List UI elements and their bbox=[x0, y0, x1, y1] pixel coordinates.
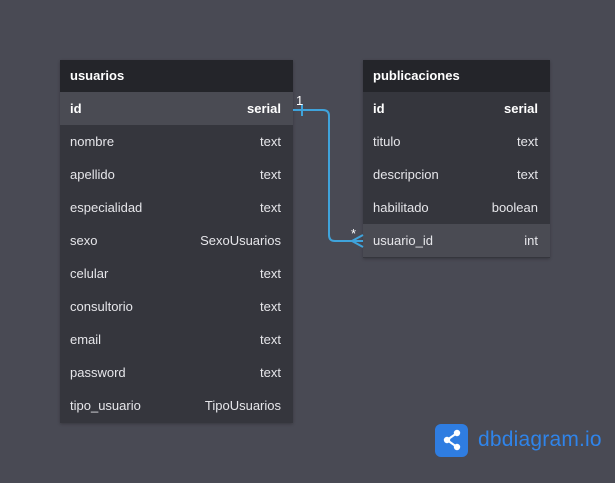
field-name: celular bbox=[70, 266, 109, 281]
field-name: id bbox=[373, 101, 385, 116]
dbdiagram-logo[interactable]: dbdiagram.io bbox=[435, 423, 602, 457]
field-type: text bbox=[260, 134, 281, 149]
field-row-apellido[interactable]: apellido text bbox=[60, 158, 293, 191]
field-name: apellido bbox=[70, 167, 115, 182]
field-type: text bbox=[517, 167, 538, 182]
field-row-celular[interactable]: celular text bbox=[60, 257, 293, 290]
field-type: TipoUsuarios bbox=[204, 398, 281, 413]
field-name: consultorio bbox=[70, 299, 133, 314]
field-name: nombre bbox=[70, 134, 115, 149]
cardinality-many-marker bbox=[351, 234, 364, 248]
field-type: text bbox=[260, 299, 281, 314]
field-name: tipo_usuario bbox=[70, 398, 141, 413]
field-row-especialidad[interactable]: especialidad text bbox=[60, 191, 293, 224]
field-type: text bbox=[517, 134, 538, 149]
field-type: text bbox=[260, 266, 281, 281]
table-header-usuarios[interactable]: usuarios bbox=[60, 60, 293, 92]
field-row-consultorio[interactable]: consultorio text bbox=[60, 290, 293, 323]
field-row-descripcion[interactable]: descripcion text bbox=[363, 158, 550, 191]
field-name: especialidad bbox=[70, 200, 143, 215]
field-name: id bbox=[70, 101, 82, 116]
field-name: titulo bbox=[373, 134, 401, 149]
table-usuarios[interactable]: usuarios id serial nombre text apellido … bbox=[60, 60, 293, 423]
field-row-password[interactable]: password text bbox=[60, 356, 293, 389]
share-nodes-icon bbox=[435, 423, 468, 457]
field-row-habilitado[interactable]: habilitado boolean bbox=[363, 191, 550, 224]
field-type: boolean bbox=[491, 200, 538, 215]
field-row-tipo-usuario[interactable]: tipo_usuario TipoUsuarios bbox=[60, 389, 293, 422]
field-type: int bbox=[524, 233, 538, 248]
field-name: descripcion bbox=[373, 167, 439, 182]
cardinality-many-label: * bbox=[351, 226, 356, 241]
field-row-id[interactable]: id serial bbox=[363, 92, 550, 125]
field-type: SexoUsuarios bbox=[200, 233, 281, 248]
relationship-usuarios-publicaciones[interactable]: 1 * bbox=[293, 93, 364, 248]
field-name: password bbox=[70, 365, 126, 380]
relationship-line[interactable] bbox=[293, 109, 363, 242]
field-name: sexo bbox=[70, 233, 98, 248]
brand-text: dbdiagram.io bbox=[478, 428, 602, 451]
field-type: text bbox=[260, 167, 281, 182]
field-type: text bbox=[260, 332, 281, 347]
field-row-usuario-id[interactable]: usuario_id int bbox=[363, 224, 550, 257]
field-name: habilitado bbox=[373, 200, 429, 215]
field-name: email bbox=[70, 332, 102, 347]
field-type: text bbox=[260, 365, 281, 380]
field-row-id[interactable]: id serial bbox=[60, 92, 293, 125]
field-name: usuario_id bbox=[373, 233, 433, 248]
field-row-email[interactable]: email text bbox=[60, 323, 293, 356]
field-row-nombre[interactable]: nombre text bbox=[60, 125, 293, 158]
field-type: serial bbox=[504, 101, 538, 116]
cardinality-one-label: 1 bbox=[296, 93, 303, 108]
table-publicaciones[interactable]: publicaciones id serial titulo text desc… bbox=[363, 60, 550, 258]
field-row-sexo[interactable]: sexo SexoUsuarios bbox=[60, 224, 293, 257]
field-row-titulo[interactable]: titulo text bbox=[363, 125, 550, 158]
field-type: serial bbox=[247, 101, 281, 116]
table-header-publicaciones[interactable]: publicaciones bbox=[363, 60, 550, 92]
field-type: text bbox=[260, 200, 281, 215]
